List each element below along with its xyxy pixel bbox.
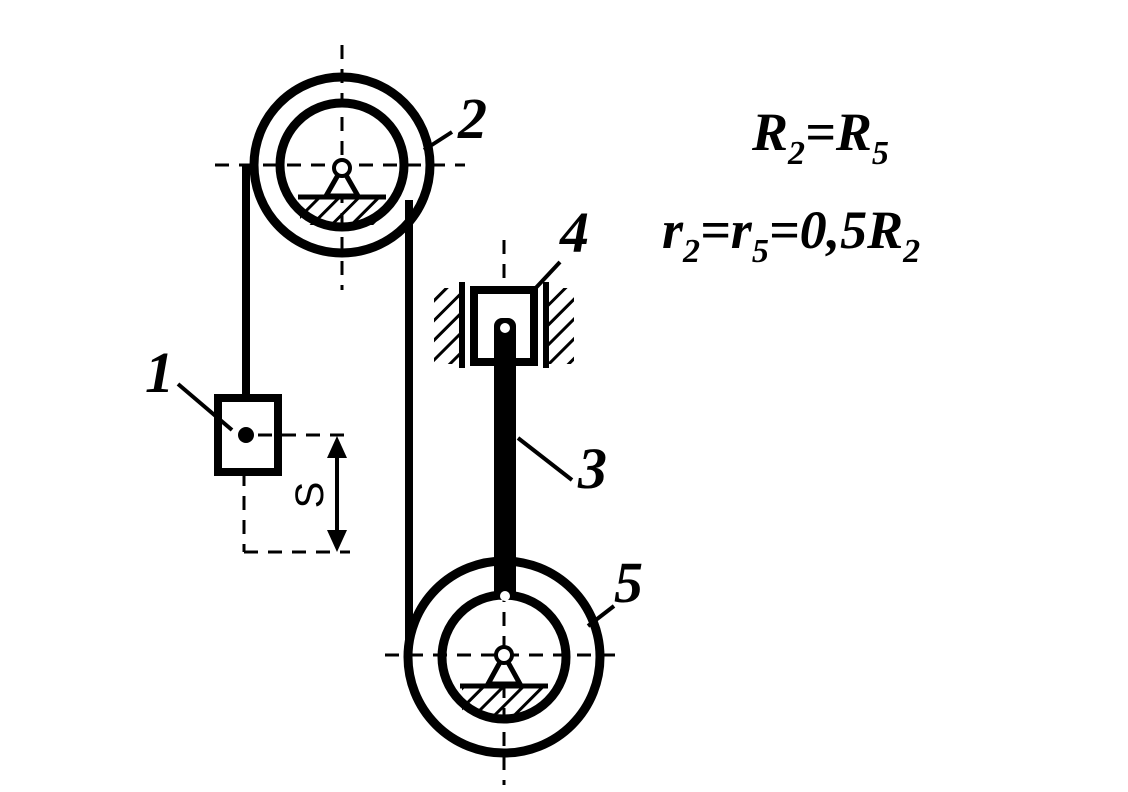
leader-4 [530,260,562,294]
leader-3 [516,436,574,482]
formula-1: R2=R5 [751,102,889,172]
left-guide-hatch [434,288,460,364]
label-body-4: 4 [559,200,589,265]
leader-5 [586,604,616,628]
rod-3 [494,318,516,601]
body-1-center-point [238,427,254,443]
pulley-2 [215,45,465,290]
rod-top-hinge [500,323,510,333]
formula-2: r2=r5=0,5R2 [662,200,920,270]
leader-2 [422,130,454,152]
displacement-label: S [288,482,332,509]
pulley-2-pin [332,158,352,178]
label-body-1: 1 [145,340,174,405]
leader-lines [176,130,616,628]
leader-1 [176,382,234,432]
label-body-2: 2 [457,86,487,151]
body-1-weight [214,394,350,554]
pulley-5-pin [494,645,514,665]
rod-bottom-hinge [500,591,510,601]
right-guide-hatch [548,288,574,364]
displacement-arrow [327,436,347,552]
pulley-5 [385,540,618,785]
label-body-5: 5 [614,550,643,615]
belt [242,165,413,640]
label-body-3: 3 [577,436,607,501]
pulley-5-ground-hatch [462,686,546,714]
pulley-2-ground-hatch [300,197,384,225]
